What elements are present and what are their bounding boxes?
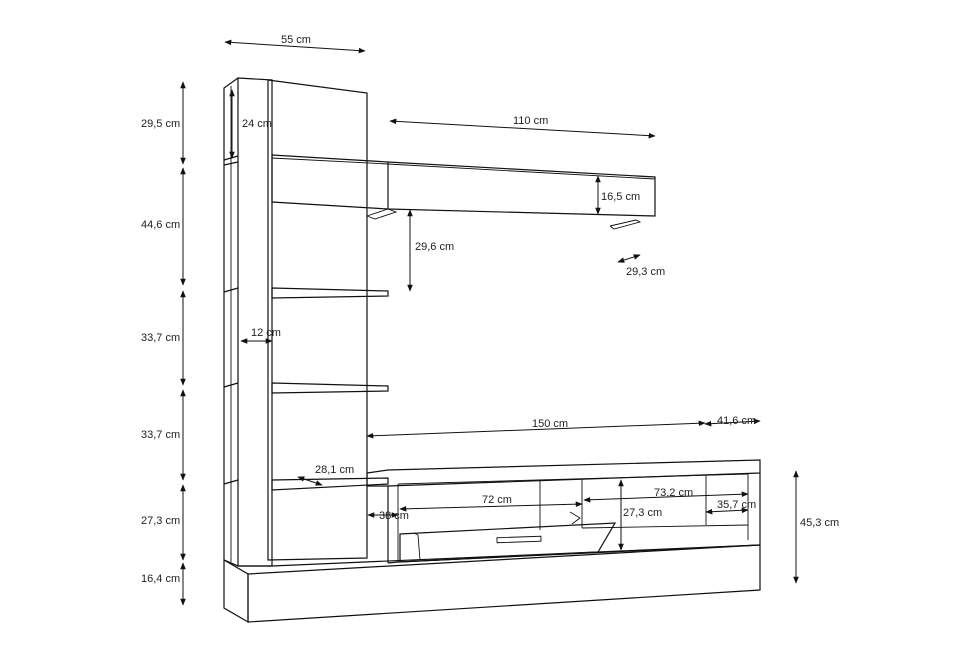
label-wall-shelf-height: 16,5 cm bbox=[601, 191, 640, 203]
wall-unit-drawing bbox=[223, 77, 761, 624]
label-top-height: 29,5 cm bbox=[141, 118, 180, 130]
label-tv-width: 150 cm bbox=[532, 418, 568, 430]
label-gap-under-shelf: 29,6 cm bbox=[415, 241, 454, 253]
label-compartment-height: 27,3 cm bbox=[623, 507, 662, 519]
label-tier5-height: 27,3 cm bbox=[141, 515, 180, 527]
label-wall-shelf-depth: 29,3 cm bbox=[626, 266, 665, 278]
label-bay-width: 72 cm bbox=[482, 494, 512, 506]
label-shelf-depth: 28,1 cm bbox=[315, 464, 354, 476]
label-tier3-height: 33,7 cm bbox=[141, 332, 180, 344]
label-total-tv-height: 45,3 cm bbox=[800, 517, 839, 529]
label-side-depth: 38 cm bbox=[379, 510, 409, 522]
label-tv-depth: 41,6 cm bbox=[717, 415, 756, 427]
dimension-labels: 55 cm 29,5 cm 24 cm 110 cm 16,5 cm 44,6 … bbox=[141, 34, 839, 585]
label-compartment-depth: 35,7 cm bbox=[717, 499, 756, 511]
label-compartment-width: 73,2 cm bbox=[654, 487, 693, 499]
label-base-height: 16,4 cm bbox=[141, 573, 180, 585]
dimension-lines bbox=[180, 39, 799, 606]
label-inner-top: 24 cm bbox=[242, 118, 272, 130]
label-top-width: 55 cm bbox=[281, 34, 311, 46]
label-wall-shelf-width: 110 cm bbox=[513, 115, 548, 127]
label-tower-depth: 12 cm bbox=[251, 327, 281, 339]
label-tier4-height: 33,7 cm bbox=[141, 429, 180, 441]
label-tier2-height: 44,6 cm bbox=[141, 219, 180, 231]
